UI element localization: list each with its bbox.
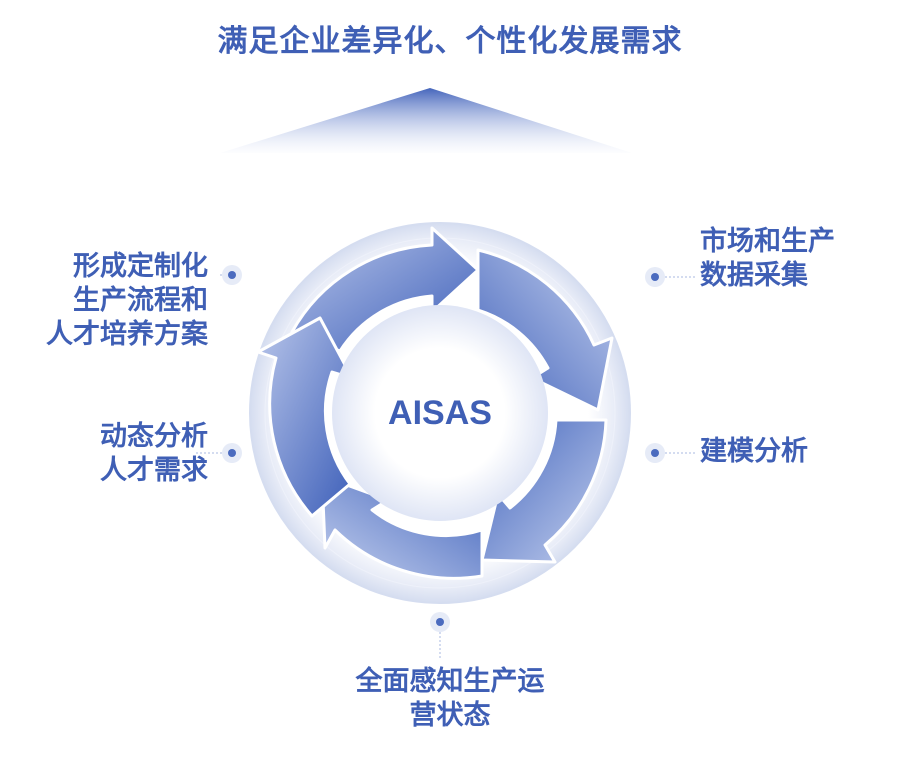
diagram-title: 满足企业差异化、个性化发展需求	[217, 24, 683, 59]
arrow-bottom-right	[480, 418, 608, 564]
connector-bottom	[430, 612, 450, 660]
center-label: AISAS	[388, 394, 492, 432]
connector-top-right	[645, 267, 695, 287]
node-top-left-line-1: 形成定制化	[73, 251, 208, 282]
node-top-right-line-1: 市场和生产	[700, 226, 835, 257]
arrow-bottom-left	[320, 474, 484, 580]
arrow-left-up	[256, 316, 354, 518]
connector-mid-left	[196, 443, 242, 463]
node-top-left-line-2: 生产流程和	[73, 285, 208, 316]
node-mid-left: 动态分析 人才需求	[100, 420, 208, 488]
cycle-arrows	[256, 226, 614, 580]
node-bottom-line-2: 营状态	[409, 700, 491, 731]
node-top-left: 形成定制化 生产流程和 人才培养方案	[46, 250, 208, 352]
node-mid-right-line-1: 建模分析	[700, 436, 808, 467]
node-bottom: 全面感知生产运 营状态	[0, 665, 900, 733]
node-top-right-line-2: 数据采集	[700, 260, 808, 291]
peak-shape	[220, 88, 632, 153]
node-mid-right: 建模分析	[700, 435, 808, 469]
node-mid-left-line-2: 人才需求	[100, 455, 208, 486]
connector-mid-right	[645, 443, 695, 463]
node-top-right: 市场和生产 数据采集	[700, 225, 835, 293]
arrow-right-down	[476, 248, 614, 412]
node-top-left-line-3: 人才培养方案	[46, 319, 208, 350]
arrow-top-right	[290, 226, 480, 353]
node-bottom-line-1: 全面感知生产运	[355, 666, 545, 697]
connector-top-left	[218, 265, 242, 285]
center-disc	[332, 305, 548, 521]
node-mid-left-line-1: 动态分析	[100, 421, 208, 452]
